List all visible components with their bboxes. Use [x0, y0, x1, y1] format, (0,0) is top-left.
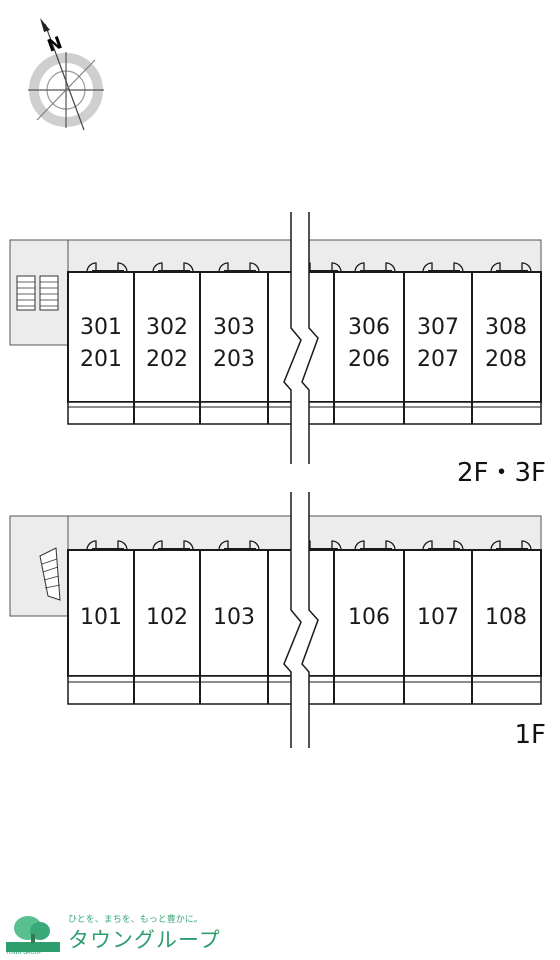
unit-number: 301	[80, 315, 122, 340]
door-threshold	[306, 270, 338, 273]
tree-logo-icon	[6, 916, 60, 952]
unit-number: 302	[146, 315, 188, 340]
unit-number: 107	[417, 605, 459, 630]
unit-number: 106	[348, 605, 390, 630]
door-swing-icon	[490, 262, 501, 273]
door-swing-icon	[218, 540, 229, 551]
door-swing-icon	[453, 540, 464, 551]
door-swing-icon	[152, 262, 163, 273]
unit-number: 208	[485, 347, 527, 372]
unit-number: 307	[417, 315, 459, 340]
unit-number: 306	[348, 315, 390, 340]
door-swing-icon	[86, 540, 97, 551]
door-threshold	[360, 548, 392, 551]
unit-number: 202	[146, 347, 188, 372]
unit-number: 103	[213, 605, 255, 630]
door-swing-icon	[354, 540, 365, 551]
company-logo: ひとを、まちを、もっと豊かに。 タウングループ TOWN GROUP	[6, 910, 246, 956]
door-swing-icon	[218, 262, 229, 273]
door-swing-icon	[385, 540, 396, 551]
door-swing-icon	[183, 540, 194, 551]
unit-number: 108	[485, 605, 527, 630]
door-threshold	[92, 270, 124, 273]
door-threshold	[224, 270, 256, 273]
unit-number: 102	[146, 605, 188, 630]
door-swing-icon	[86, 262, 97, 273]
upper-floor-block: 301 201 302 202 303 203 306 206 307 207 …	[9, 212, 542, 464]
door-threshold	[428, 270, 460, 273]
compass-north-icon: N	[28, 18, 104, 131]
door-swing-icon	[521, 540, 532, 551]
door-threshold	[496, 548, 528, 551]
door-threshold	[496, 270, 528, 273]
door-swing-icon	[385, 262, 396, 273]
door-swing-icon	[453, 262, 464, 273]
floor-label-upper: 2F・3F	[457, 458, 546, 488]
door-swing-icon	[521, 262, 532, 273]
door-swing-icon	[249, 540, 260, 551]
door-swing-icon	[249, 262, 260, 273]
door-swing-icon	[422, 540, 433, 551]
stairs-icon	[39, 547, 61, 601]
door-swing-icon	[117, 540, 128, 551]
door-swing-icon	[331, 540, 342, 551]
door-threshold	[224, 548, 256, 551]
unit-number: 303	[213, 315, 255, 340]
unit-number: 101	[80, 605, 122, 630]
logo-tagline: ひとを、まちを、もっと豊かに。	[68, 915, 203, 925]
door-threshold	[158, 548, 190, 551]
door-swing-icon	[422, 262, 433, 273]
compass-north-label: N	[45, 33, 65, 57]
ground-floor-block: 101 102 103 106 107 108	[9, 492, 542, 748]
floor-label-ground: 1F	[514, 720, 547, 750]
unit-number: 201	[80, 347, 122, 372]
unit-number: 308	[485, 315, 527, 340]
door-swing-icon	[152, 540, 163, 551]
door-threshold	[92, 548, 124, 551]
door-threshold	[428, 548, 460, 551]
door-swing-icons	[86, 540, 532, 551]
door-swing-icon	[183, 262, 194, 273]
logo-small-text: TOWN GROUP	[6, 950, 42, 956]
unit-number: 207	[417, 347, 459, 372]
door-threshold	[360, 270, 392, 273]
door-threshold	[306, 548, 338, 551]
unit-number: 203	[213, 347, 255, 372]
door-swing-icon	[354, 262, 365, 273]
stairs-icon	[16, 275, 59, 311]
door-threshold	[158, 270, 190, 273]
door-swing-icon	[331, 262, 342, 273]
unit-number: 206	[348, 347, 390, 372]
logo-name: タウングループ	[68, 928, 221, 952]
door-swing-icon	[117, 262, 128, 273]
door-swing-icon	[490, 540, 501, 551]
entrance-landing	[9, 515, 69, 617]
